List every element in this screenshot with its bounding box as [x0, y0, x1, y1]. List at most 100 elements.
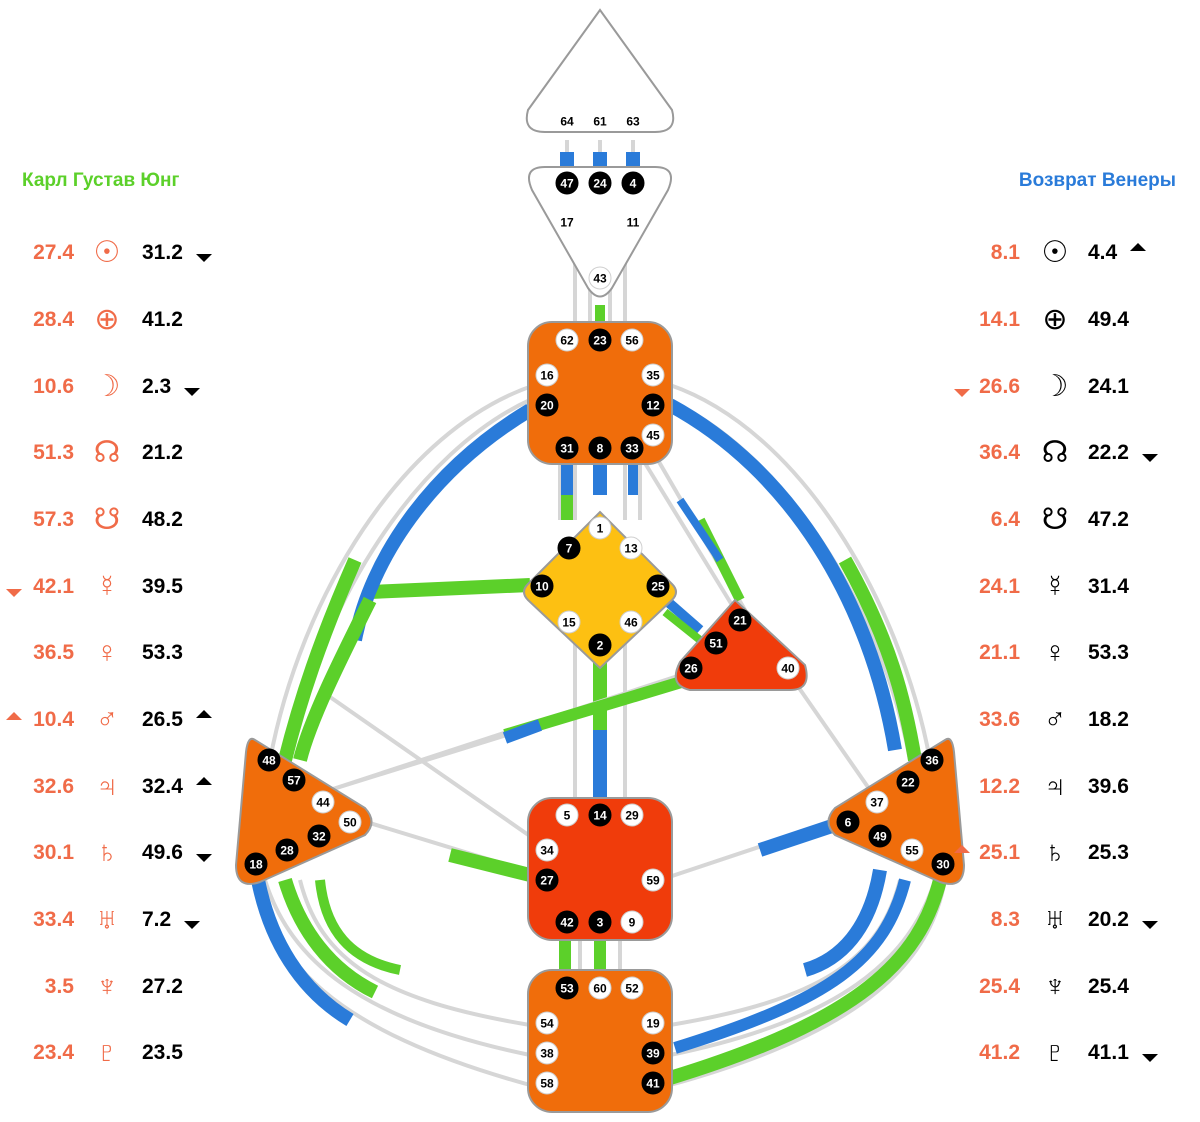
- gate-marker: [865, 790, 889, 814]
- gate-36: 36: [920, 748, 944, 772]
- gate-label: 27: [540, 874, 554, 888]
- right-personality-value: 18.2: [1088, 708, 1129, 731]
- left-personality-value: 27.2: [142, 975, 183, 998]
- pluto-icon: ♇: [95, 1036, 119, 1069]
- gate-label: 14: [593, 809, 607, 823]
- right-row-jupiter: 12.2♃39.6: [960, 767, 1200, 807]
- gate-label: 33: [625, 442, 639, 456]
- right-personality-value: 39.6: [1088, 775, 1129, 798]
- gate-label: 52: [625, 982, 639, 996]
- left-row-saturn: 30.1♄49.6: [0, 833, 240, 873]
- gate-marker: [588, 436, 612, 460]
- earth-icon: ⊕: [1042, 303, 1068, 336]
- gate-label: 19: [646, 1017, 660, 1031]
- gate-10: 10: [530, 574, 554, 598]
- left-design-value: 42.1: [33, 575, 74, 598]
- gate-label: 25: [651, 580, 665, 594]
- gate-label: 4: [630, 177, 637, 191]
- left-row-venus: 36.5♀53.3: [0, 633, 240, 673]
- gate-8: 8: [588, 436, 612, 460]
- gate-33: 33: [620, 436, 644, 460]
- gate-label: 28: [280, 844, 294, 858]
- gate-54: 54: [535, 1011, 559, 1035]
- uranus-icon: ♅: [1043, 903, 1067, 936]
- personality-arrow-down-icon: [184, 388, 200, 396]
- gate-marker: [620, 803, 644, 827]
- pluto-icon: ♇: [1043, 1036, 1067, 1069]
- gate-label: 35: [646, 369, 660, 383]
- gate-3: 3: [588, 910, 612, 934]
- gate-label: 50: [343, 816, 357, 830]
- gate-55: 55: [900, 838, 924, 862]
- gate-marker: [535, 1071, 559, 1095]
- gate-marker: [588, 266, 612, 290]
- gate-marker: [257, 748, 281, 772]
- right-row-saturn: 25.1♄25.3: [954, 833, 1200, 873]
- gate-marker: [535, 393, 559, 417]
- design-arrow-up-icon: [954, 845, 970, 853]
- gate-label: 51: [709, 637, 723, 651]
- channel-segment: [802, 868, 887, 977]
- gate-7: 7: [557, 536, 581, 560]
- gate-marker: [641, 363, 665, 387]
- right-row-moon: 26.6☽24.1: [954, 367, 1200, 407]
- right-row-mars: 33.6♂18.2: [960, 700, 1200, 740]
- gate-label: 12: [646, 399, 660, 413]
- right-row-sun: 8.1 ☉ 4.4: [960, 233, 1200, 273]
- left-personality-value: 53.3: [142, 641, 183, 664]
- gate-59: 59: [641, 868, 665, 892]
- right-design-value: 8.1: [990, 241, 1020, 264]
- gate-marker: [619, 536, 643, 560]
- right-row-north-node: 36.4☊22.2: [960, 433, 1200, 473]
- gate-label: 10: [535, 580, 549, 594]
- gate-label: 5: [564, 809, 571, 823]
- right-design-value: 25.4: [979, 975, 1020, 998]
- right-row-uranus: 8.3♅20.2: [960, 900, 1200, 940]
- earth-icon: ⊕: [94, 303, 120, 336]
- gate-label: 58: [540, 1077, 554, 1091]
- gate-marker: [621, 171, 645, 195]
- gate-34: 34: [535, 838, 559, 862]
- left-design-value: 57.3: [33, 508, 74, 531]
- left-row-mercury: 42.1☿39.5: [0, 567, 240, 607]
- channel-segment: [788, 673, 872, 792]
- root-center: [527, 969, 673, 1113]
- left-design-value: 3.5: [44, 975, 74, 998]
- gate-label: 8: [597, 442, 604, 456]
- channel-segment: [669, 879, 947, 1087]
- sun-icon: ☉: [1041, 236, 1069, 269]
- right-personality-value: 4.4: [1088, 241, 1118, 264]
- personality-arrow-down-icon: [196, 854, 212, 862]
- gate-marker: [535, 1011, 559, 1035]
- right-row-venus: 21.1♀53.3: [960, 633, 1200, 673]
- gate-marker: [588, 910, 612, 934]
- gate-marker: [307, 824, 331, 848]
- gate-35: 35: [641, 363, 665, 387]
- gate-label: 53: [560, 982, 574, 996]
- gate-marker: [679, 656, 703, 680]
- design-arrow-up-icon: [6, 712, 22, 720]
- channel-segment: [278, 877, 379, 999]
- gate-22: 22: [896, 770, 920, 794]
- channel-segment: [676, 497, 724, 563]
- moon-icon: ☽: [93, 370, 121, 403]
- right-personality-value: 47.2: [1088, 508, 1129, 531]
- right-personality-value: 53.3: [1088, 641, 1129, 664]
- gate-4: 4: [621, 171, 645, 195]
- gate-57: 57: [282, 768, 306, 792]
- channel-segment: [662, 608, 703, 644]
- right-personality-value: 25.4: [1088, 975, 1129, 998]
- right-design-value: 41.2: [979, 1041, 1020, 1064]
- gate-marker: [588, 976, 612, 1000]
- right-design-value: 14.1: [979, 308, 1020, 331]
- design-arrow-down-icon: [6, 589, 22, 597]
- left-row-neptune: 3.5♆27.2: [0, 967, 240, 1007]
- gate-marker: [620, 910, 644, 934]
- gate-marker: [868, 824, 892, 848]
- gate-label: 20: [540, 399, 554, 413]
- right-design-value: 36.4: [979, 441, 1020, 464]
- sun-icon: ☉: [93, 236, 121, 269]
- left-design-value: 33.4: [33, 908, 74, 931]
- gate-marker: [646, 574, 670, 598]
